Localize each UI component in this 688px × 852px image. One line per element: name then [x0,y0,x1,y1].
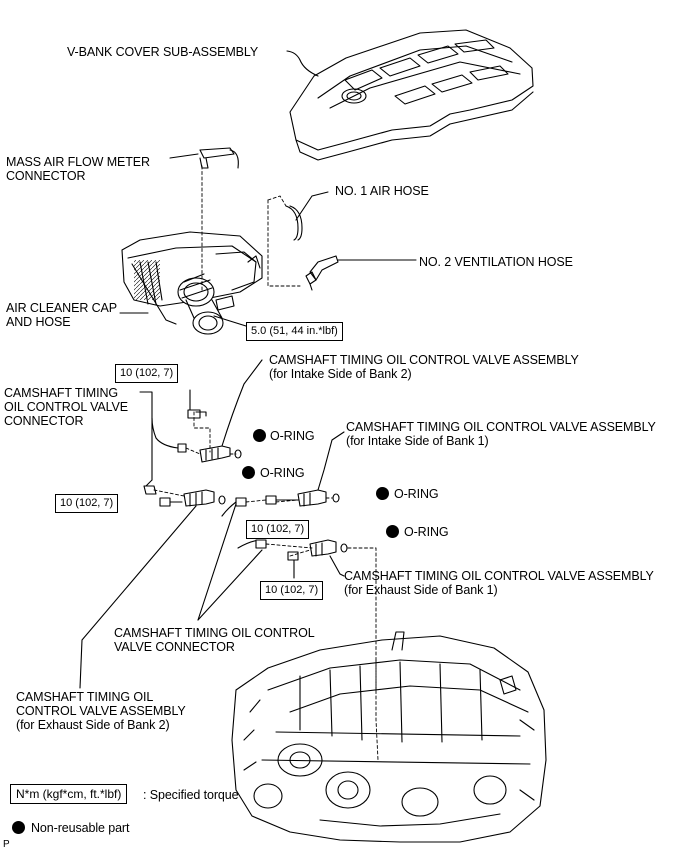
ocv-intake-bank2-label-line1: CAMSHAFT TIMING OIL CONTROL VALVE ASSEMB… [269,353,579,367]
ocv-exhaust-bank2-drawing [183,489,226,507]
non-reusable-dot-icon [386,525,399,538]
ocv-connector-left-label-line3: CONNECTOR [4,414,84,428]
bolt-torque-box-2: 10 (102, 7) [55,494,119,513]
ocv-connector-mid-label-line1: CAMSHAFT TIMING OIL CONTROL [114,626,315,640]
maf-connector-drawing [199,147,239,169]
o-ring-label-2: O-RING [260,466,305,480]
ocv-intake-bank2-drawing [199,445,242,463]
o-ring-label-4: O-RING [404,525,449,539]
legend-nonreusable-label: Non-reusable part [31,821,130,835]
ocv-intake-bank1-label-line2: (for Intake Side of Bank 1) [346,434,489,448]
non-reusable-dot-icon [376,487,389,500]
ocv-exhaust-bank2-label-line1: CAMSHAFT TIMING OIL [16,690,154,704]
air-cleaner-label-line2: AND HOSE [6,315,71,329]
legend-dot-icon [12,821,25,834]
legend-torque-description: : Specified torque [143,788,239,802]
ocv-exhaust-bank2-label-line2: CONTROL VALVE ASSEMBLY [16,704,186,718]
figure-code: P [3,839,10,850]
legend-torque-box: N*m (kgf*cm, ft.*lbf) [10,784,128,804]
ocv-intake-bank2-label-line2: (for Intake Side of Bank 2) [269,367,412,381]
maf-connector-label-line1: MASS AIR FLOW METER [6,155,150,169]
ocv-connector-left-label-line2: OIL CONTROL VALVE [4,400,129,414]
alignment-lines [153,165,379,761]
ocv-connector-left-label-line1: CAMSHAFT TIMING [4,386,119,400]
v-bank-cover-drawing [289,29,534,161]
non-reusable-dot-icon [253,429,266,442]
ocv-exhaust-bank1-label-line2: (for Exhaust Side of Bank 1) [344,583,498,597]
o-ring-label-3: O-RING [394,487,439,501]
clamp-torque-box: 5.0 (51, 44 in.*lbf) [246,322,343,341]
v-bank-cover-label: V-BANK COVER SUB-ASSEMBLY [67,45,259,59]
air-cleaner-label-line1: AIR CLEANER CAP [6,301,118,315]
ocv-exhaust-bank1-drawing [309,539,348,557]
ocv-intake-bank1-drawing [297,489,340,507]
ocv-connector-mid-label-line2: VALVE CONNECTOR [114,640,235,654]
no2-ventilation-hose-label: NO. 2 VENTILATION HOSE [419,255,573,269]
non-reusable-dot-icon [242,466,255,479]
ocv-exhaust-bank2-label-line3: (for Exhaust Side of Bank 2) [16,718,170,732]
no1-air-hose-drawing [285,205,303,241]
no1-air-hose-label: NO. 1 AIR HOSE [335,184,429,198]
bolt-torque-box-1: 10 (102, 7) [115,364,179,383]
ocv-exhaust-bank1-label-line1: CAMSHAFT TIMING OIL CONTROL VALVE ASSEMB… [344,569,654,583]
air-cleaner-drawing [121,231,263,335]
bolt-torque-box-3: 10 (102, 7) [246,520,310,539]
maf-connector-label-line2: CONNECTOR [6,169,86,183]
bolt-torque-box-4: 10 (102, 7) [260,581,324,600]
o-ring-label-1: O-RING [270,429,315,443]
no2-ventilation-hose-drawing [305,255,339,291]
ocv-intake-bank1-label-line1: CAMSHAFT TIMING OIL CONTROL VALVE ASSEMB… [346,420,656,434]
bolt-drawing [187,389,207,419]
engine-assembly-drawing [231,631,547,843]
